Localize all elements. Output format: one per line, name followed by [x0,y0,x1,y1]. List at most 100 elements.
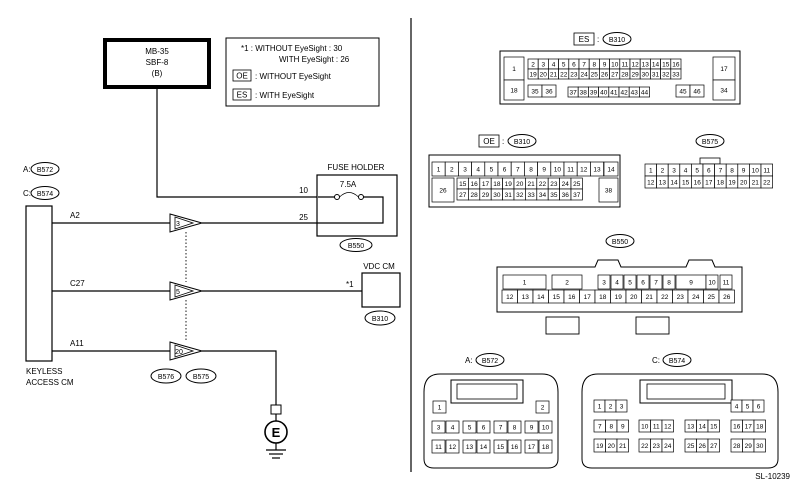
b575-pin-22-cell [760,175,773,189]
b572-pin-7-cell [493,420,508,434]
fuse-connector: B550 [348,243,364,250]
es-pin-32-label: 32 [662,71,670,78]
es-pin-33-cell [670,68,682,80]
es-pin-36-label: 36 [545,88,553,95]
oe-b310-name-oval [507,134,537,148]
b574-pin-12-cell [661,419,674,433]
es-pin-23-label: 23 [570,71,578,78]
ground-terminal [270,404,282,415]
b574-pin-6-label: 6 [757,403,761,410]
es-pin-44-cell [639,86,650,98]
es-pin-17-label: 17 [720,66,728,73]
b574-pin-13-label: 13 [687,423,695,430]
oe-pin-36-label: 36 [562,192,570,199]
b574-pin-26-label: 26 [699,443,707,450]
b574-pin-12-label: 12 [664,423,672,430]
oe-pin-34-label: 34 [539,192,547,199]
es-pin-7-label: 7 [582,61,586,68]
b550-pin-2-cell [551,274,583,290]
b572-pin-13-cell [462,439,477,454]
b575-pin-7-label: 7 [719,167,723,174]
es-pin-39-label: 39 [590,89,598,96]
b572-name: B572 [482,358,498,365]
wire-label-a2: A2 [70,211,80,220]
b575-pin-1-label: 1 [649,167,653,174]
b572-pin-11-cell [431,439,446,454]
b574-pin-7-label: 7 [598,423,602,430]
es-pin-26-label: 26 [601,71,609,78]
oe-pin-37-label: 37 [573,192,581,199]
b572-lock-inner [456,383,518,400]
keyless-conn-c-oval [30,186,60,200]
oe-pin-16-label: 16 [470,181,478,188]
b572-name-oval [475,353,505,367]
b574-pin-27-label: 27 [710,443,718,450]
vdc-name: VDC CM [363,262,395,271]
vdc-connector: B310 [372,316,388,323]
es-pin-29-label: 29 [631,71,639,78]
b550-pin-4-cell [610,274,624,290]
b572-pin-17-cell [524,439,539,454]
oe-pin-10-label: 10 [554,166,562,173]
b574-pin-16-label: 16 [733,423,741,430]
b550-pin-10-label: 10 [708,279,716,286]
source-line2: SBF-8 [146,58,169,67]
b550-pin-1-label: 1 [523,279,527,286]
legend-oe-text: : WITHOUT EyeSight [255,72,332,81]
b550-pin-7-cell [649,274,663,290]
b575-pin-21-label: 21 [752,179,760,186]
oe-pin-35-label: 35 [550,192,558,199]
b574-pin-23-label: 23 [653,443,661,450]
legend-oe-tag-box [232,69,252,82]
b550-pin-13-label: 13 [522,294,530,301]
es-b310-tag-box [573,32,595,46]
es-pin-44-label: 44 [641,89,649,96]
keyless-label-a: A: [23,165,31,174]
oe-pin-17-label: 17 [482,181,490,188]
b575-pin-4-label: 4 [684,167,688,174]
b574-pin-3-label: 3 [620,403,624,410]
fuse-lead-out [318,196,384,224]
b572-pin-6-label: 6 [482,424,486,431]
vdc-connector-oval [364,310,396,326]
b574-pin-11-label: 11 [653,423,660,430]
es-b310-colon: : [597,35,599,44]
b574-pin-20-label: 20 [608,443,616,450]
b550-pin-8-cell [662,274,676,290]
b550-pin-6-label: 6 [641,279,645,286]
ground-symbol: E [272,425,281,440]
oe-pin-38-cell [598,177,619,203]
b575-pin-15-label: 15 [682,179,690,186]
b572-pin-18-cell [538,439,553,454]
oe-pin-15-label: 15 [459,181,467,188]
b550-name-oval [605,234,635,248]
b550-pin-8-label: 8 [667,279,671,286]
oe-pin-14-label: 14 [607,166,615,173]
b550-pin-11-cell [719,274,733,290]
b572-pin-2-cell [535,400,550,414]
oe-pin-19-label: 19 [505,181,513,188]
es-pin-34-label: 34 [720,87,728,94]
b572-pin-14-cell [476,439,491,454]
b574-pin-28-label: 28 [733,443,741,450]
b550-pin-17-label: 17 [584,294,592,301]
es-pin-9-label: 9 [603,61,607,68]
b572-pin-10-cell [538,420,553,434]
b575-pin-19-label: 19 [728,179,736,186]
oe-pin-11-label: 11 [567,166,574,173]
b574-pin-1-label: 1 [598,403,602,410]
b550-pin-14-label: 14 [537,294,545,301]
oe-pin-4-label: 4 [476,166,480,173]
es-pin-11-label: 11 [622,61,629,68]
b572-pin-16-cell [507,439,522,454]
b550-pin-12-label: 12 [506,294,514,301]
es-pin-2-label: 2 [531,61,535,68]
b575-pin-11-label: 11 [763,167,770,174]
b574-pin-25-label: 25 [687,443,695,450]
b575-pin-3-label: 3 [672,167,676,174]
source-line3: (B) [152,69,163,78]
